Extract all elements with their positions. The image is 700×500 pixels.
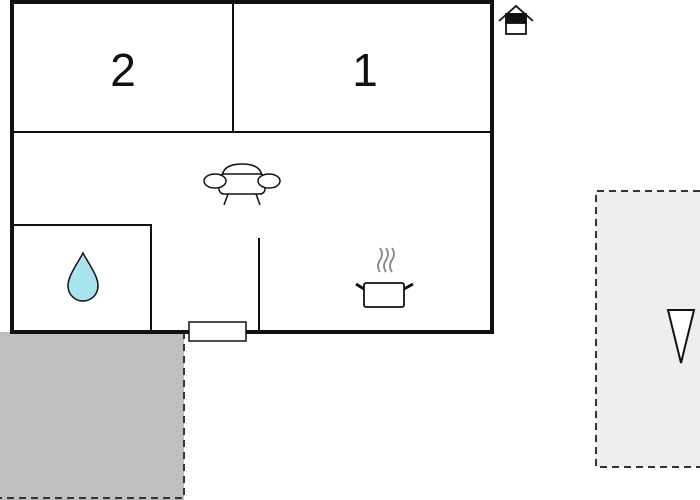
interior-walls (12, 2, 492, 332)
north-arrow-icon (666, 309, 696, 364)
house-icon (498, 4, 534, 35)
sofa-icon (203, 163, 281, 206)
water-drop-icon (67, 251, 99, 302)
terrace-area (0, 332, 185, 500)
cooking-pot-icon (355, 247, 414, 308)
outer-walls (10, 0, 494, 334)
room-2-label: 2 (110, 44, 136, 96)
window (188, 321, 247, 342)
room-1-label: 1 (352, 44, 378, 96)
